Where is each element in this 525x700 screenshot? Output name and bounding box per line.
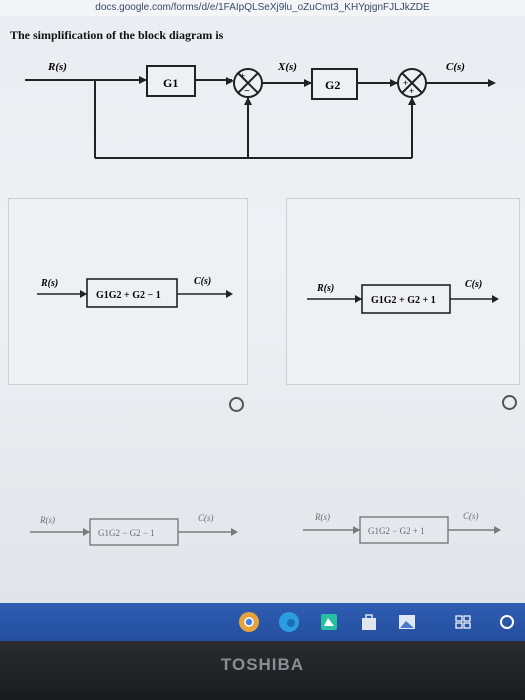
block-diagram: R(s) G1 X(s) G2 C(s) + − + + xyxy=(25,61,496,159)
option-card-2[interactable]: R(s) G1G2 + G2 + 1 C(s) xyxy=(286,198,520,385)
g1-label: G1 xyxy=(163,76,178,90)
option-2-input: R(s) xyxy=(316,283,334,294)
option-1-diagram: R(s) G1G2 + G2 − 1 C(s) xyxy=(37,276,233,308)
option-2-diagram: R(s) G1G2 + G2 + 1 C(s) xyxy=(307,279,499,314)
output-label: C(s) xyxy=(446,61,465,73)
sum1-sign-top: + xyxy=(240,71,245,81)
input-label: R(s) xyxy=(47,61,67,73)
option-3-output: C(s) xyxy=(198,513,214,523)
option-1-radio[interactable] xyxy=(229,397,244,412)
chrome-icon[interactable] xyxy=(238,611,260,633)
photos-icon[interactable] xyxy=(396,611,418,633)
taskbar xyxy=(0,603,525,641)
option-2-radio[interactable] xyxy=(502,395,517,410)
option-3-diagram[interactable]: R(s) G1G2 − G2 − 1 C(s) xyxy=(20,505,260,565)
sum2-sign-left: + xyxy=(403,78,408,88)
g2-label: G2 xyxy=(325,78,340,92)
option-1-expression: G1G2 + G2 − 1 xyxy=(96,290,161,301)
app-icon[interactable] xyxy=(318,611,340,633)
address-bar[interactable]: docs.google.com/forms/d/e/1FAIpQLSeXj9lu… xyxy=(0,0,525,16)
x-label: X(s) xyxy=(277,61,297,73)
option-4-diagram[interactable]: R(s) G1G2 − G2 + 1 C(s) xyxy=(295,505,525,565)
option-2-output: C(s) xyxy=(465,279,482,290)
option-1-input: R(s) xyxy=(40,278,58,289)
edge-icon[interactable] xyxy=(278,611,300,633)
option-4-input: R(s) xyxy=(314,512,330,522)
store-icon[interactable] xyxy=(358,611,380,633)
screen: docs.google.com/forms/d/e/1FAIpQLSeXj9lu… xyxy=(0,0,525,655)
option-3-input: R(s) xyxy=(39,515,55,525)
option-4-expression: G1G2 − G2 + 1 xyxy=(368,526,425,536)
option-1-output: C(s) xyxy=(194,276,211,287)
option-2-expression: G1G2 + G2 + 1 xyxy=(371,295,436,306)
sum2-sign-bottom: + xyxy=(409,86,414,96)
sum1-sign-bottom: − xyxy=(244,86,250,97)
laptop-bezel xyxy=(0,641,525,700)
brand-logo: TOSHIBA xyxy=(220,655,305,674)
option-4-output: C(s) xyxy=(463,511,479,521)
option-card-1[interactable]: R(s) G1G2 + G2 − 1 C(s) xyxy=(8,198,248,385)
question-title: The simplification of the block diagram … xyxy=(10,28,224,42)
search-icon[interactable] xyxy=(496,611,518,633)
option-3-expression: G1G2 − G2 − 1 xyxy=(98,528,155,538)
task-view-icon[interactable] xyxy=(452,611,474,633)
